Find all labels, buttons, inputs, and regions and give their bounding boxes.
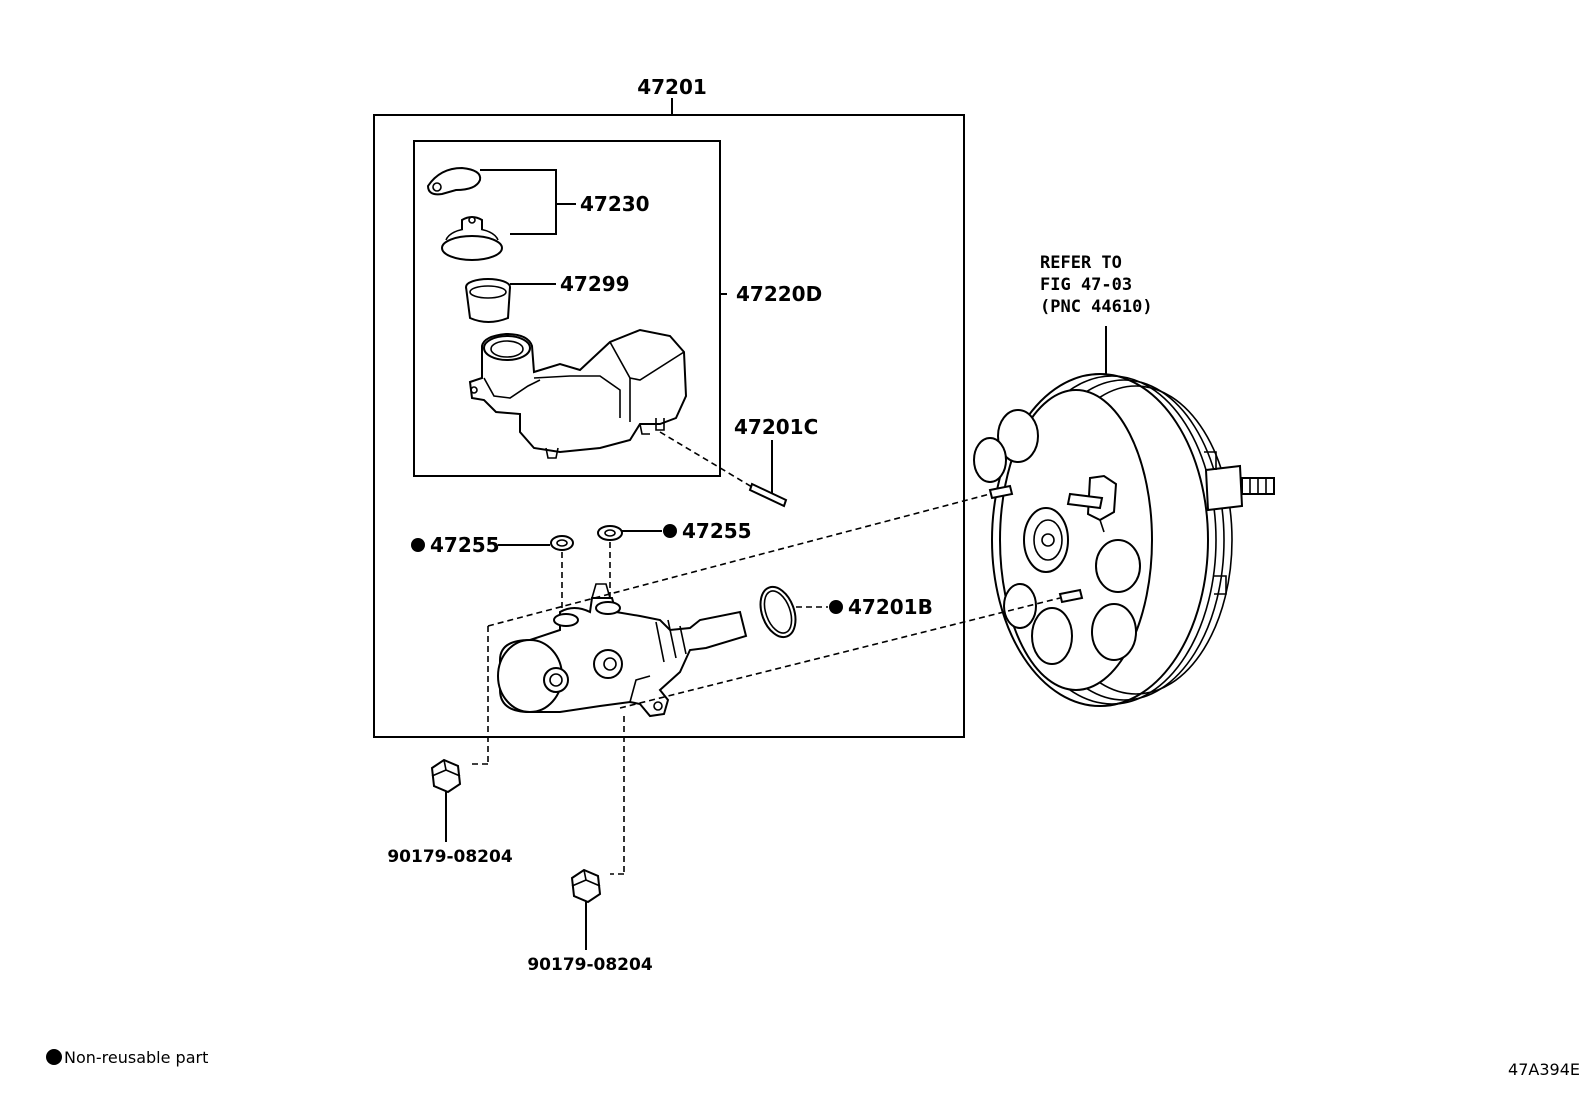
nut-lower-part: 90179-08204: [527, 868, 653, 975]
figure-code: 47A394E: [1508, 1060, 1580, 1079]
non-reusable-legend-icon: [46, 1049, 62, 1065]
non-reusable-marker-icon: [663, 524, 677, 538]
legend: Non-reusable part: [46, 1048, 208, 1067]
assembly-frame: 47201: [373, 75, 965, 738]
reservoir-frame: 47220D: [413, 140, 822, 477]
non-reusable-marker-icon: [411, 538, 425, 552]
refer-line-3: (PNC 44610): [1040, 297, 1153, 317]
grommet-left-part: 47255: [411, 533, 574, 557]
label-o-ring: 47201B: [848, 595, 933, 619]
label-grommet-left: 47255: [430, 533, 500, 557]
refer-line-1: REFER TO: [1040, 253, 1122, 273]
label-nut-upper: 90179-08204: [387, 847, 513, 867]
pin-part: 47201C: [659, 415, 818, 508]
grommet-right-part: 47255: [597, 519, 752, 543]
label-grommet-right: 47255: [682, 519, 752, 543]
cap-set-leader: 47230: [480, 169, 650, 235]
refer-line-2: FIG 47-03: [1040, 275, 1132, 295]
label-assembly: 47201: [637, 75, 707, 99]
legend-text: Non-reusable part: [64, 1048, 208, 1067]
reservoir-cap-part: [441, 216, 503, 261]
label-reservoir-cap-set: 47230: [580, 192, 650, 216]
non-reusable-marker-icon: [829, 600, 843, 614]
label-nut-lower: 90179-08204: [527, 955, 653, 975]
strainer-part: 47299: [465, 272, 630, 323]
master-cylinder-part: [497, 583, 748, 718]
reservoir-tank-part: [468, 328, 688, 459]
label-reservoir-assy: 47220D: [736, 282, 822, 306]
cap-gasket-part: [426, 166, 482, 196]
o-ring-part: 47201B: [759, 585, 933, 639]
refer-note: REFER TO FIG 47-03 (PNC 44610): [1040, 253, 1153, 317]
nut-upper-part: 90179-08204: [387, 758, 513, 867]
brake-booster-part: [973, 326, 1275, 707]
connection-lines: [470, 493, 1061, 875]
label-strainer: 47299: [560, 272, 630, 296]
label-pin: 47201C: [734, 415, 818, 439]
